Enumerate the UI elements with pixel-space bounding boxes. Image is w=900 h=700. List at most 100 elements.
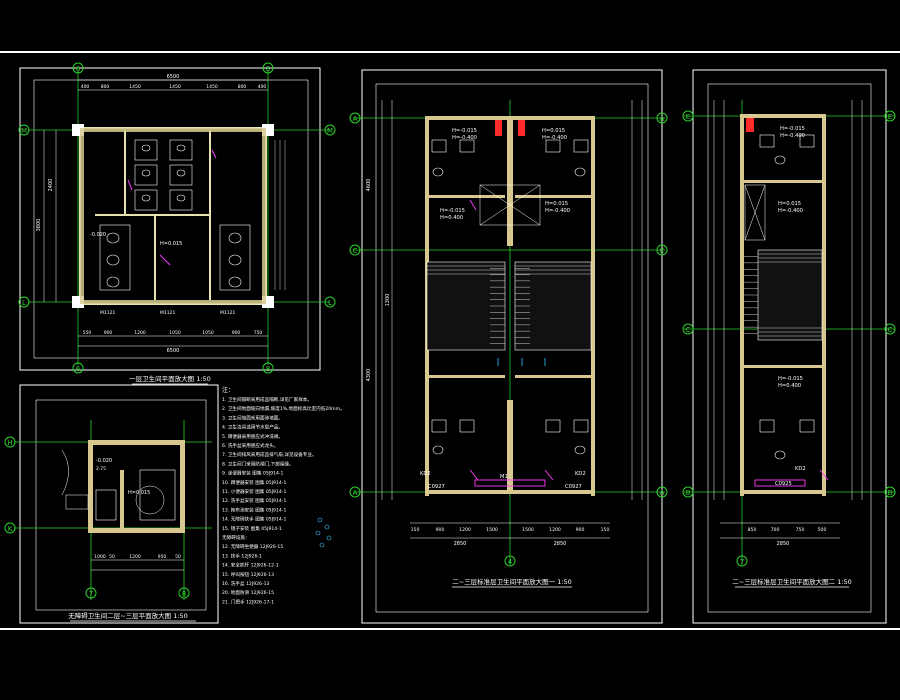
svg-text:H=-0.015: H=-0.015 (780, 126, 805, 132)
svg-text:850: 850 (748, 527, 757, 533)
svg-text:H=0.015: H=0.015 (542, 128, 565, 134)
svg-text:550: 550 (83, 330, 92, 336)
note-item: 10. 蹲便器安装 图集 05J914-1 (222, 479, 286, 486)
plan3-labels: H=-0.015 H=-0.400 H=0.015 H=-0.400 H=-0.… (420, 128, 586, 490)
plan-2-accessible-toilet: H K 7 8 1000 50 1200 950 50 -0.020 H=0.0… (4, 384, 219, 624)
plan2-axis-8: 8 (182, 590, 186, 598)
plan3-axis-a-top-right: A (660, 115, 665, 123)
plan-4-standard-floor-toilet-2: E E C C B B 7 (682, 69, 896, 624)
plan3-axis-a-right: A (660, 489, 665, 497)
note-item: 6. 洗手盆采用感应式龙头。 (222, 442, 278, 449)
plan1-wall-fill (80, 128, 266, 304)
plan2-label-h: H=0.015 (128, 490, 150, 496)
svg-text:150: 150 (411, 527, 420, 533)
plan2-walls (88, 440, 185, 533)
plan1-axis-top-left: 6 (76, 65, 81, 73)
plan3-title: 二~三层标准层卫生间平面放大图一 1:50 (452, 577, 572, 586)
plan4-inner-border (707, 83, 872, 613)
plan1-fixtures (106, 144, 242, 288)
note-item: 14. 无障碍扶手 图集 05J914-1 (222, 516, 286, 523)
plan3-axis-a-left: A (353, 489, 358, 497)
note-item: 20. 地面防滑 12J926-15 (222, 589, 274, 596)
note-item: 13. 扶手 12J926-1 (222, 552, 262, 559)
plan4-outer-border (692, 69, 887, 624)
note-item: 2. 卫生间地面坡向地漏,坡度1%,地面标高比室内低20mm。 (222, 405, 345, 412)
plan4-side-dims (713, 100, 863, 500)
plan4-axis-e-right: E (888, 113, 892, 121)
plan1-label-door-2: M1121 (160, 310, 175, 316)
plan4-axis-c-right: C (888, 326, 893, 334)
plan4-axis-b-left: B (686, 489, 691, 497)
note-item: 12. 无障碍坐便器 12J926-15 (222, 543, 283, 550)
plan3-dims-bottom: 150 900 1200 1500 1500 1200 900 150 (411, 527, 610, 533)
note-item: 11. 小便器安装 图集 05J914-1 (222, 488, 286, 495)
svg-text:H=-0.400: H=-0.400 (542, 135, 567, 141)
svg-text:KD2: KD2 (575, 471, 586, 477)
plan1-dims-bottom: 550 900 1200 1050 1050 900 750 (83, 330, 263, 336)
note-item: 12. 洗手盆安装 图集 05J914-1 (222, 497, 286, 504)
notes-header: 注： (222, 386, 234, 394)
svg-text:1450: 1450 (129, 84, 141, 90)
svg-text:950: 950 (158, 554, 167, 560)
svg-text:1200: 1200 (129, 554, 141, 560)
svg-text:800: 800 (101, 84, 110, 90)
notes-block: 注： 1. 卫生间隔断采用成品隔断,详见厂家样本。2. 卫生间地面坡向地漏,坡度… (222, 386, 345, 605)
svg-text:1450: 1450 (169, 84, 181, 90)
plan3-dim-side-1: 4600 (366, 179, 372, 192)
plan2-axis-k: K (8, 525, 13, 533)
plan1-axis-side-l-right: L (328, 299, 332, 307)
plan2-outer-border (19, 384, 219, 624)
plan3-red-fixtures (495, 120, 525, 136)
svg-text:900: 900 (436, 527, 445, 533)
svg-text:400: 400 (81, 84, 90, 90)
svg-text:1200: 1200 (549, 527, 561, 533)
plan4-red-fixture (746, 118, 754, 132)
svg-text:1450: 1450 (206, 84, 218, 90)
svg-text:H=0.400: H=0.400 (440, 215, 463, 221)
plan1-axis-top-right: 8 (266, 65, 270, 73)
plan3-dim-total-right: 2850 (554, 541, 567, 547)
svg-text:C0925: C0925 (775, 481, 792, 487)
svg-text:KD2: KD2 (420, 471, 431, 477)
note-item: 9. 坐便器安装 图集 05J914-1 (222, 470, 284, 477)
svg-text:KD2: KD2 (795, 466, 806, 472)
svg-text:1500: 1500 (486, 527, 498, 533)
plan3-axis-c-right: C (660, 247, 665, 255)
note-item: 15. 镜子安装 图集 05J914-1 (222, 525, 282, 532)
svg-text:1200: 1200 (134, 330, 146, 336)
note-item: 16. 洗手盆 12J926-13 (222, 580, 270, 587)
plan3-dim-total-left: 2850 (454, 541, 467, 547)
plan1-dim-bottom-total: 6500 (167, 348, 180, 354)
svg-text:800: 800 (238, 84, 247, 90)
svg-text:700: 700 (771, 527, 780, 533)
plan1-label-door-1: M1121 (100, 310, 115, 316)
svg-text:1500: 1500 (522, 527, 534, 533)
svg-text:750: 750 (796, 527, 805, 533)
plan3-inner-border (375, 83, 649, 613)
plan3-fixtures (431, 139, 589, 455)
plan4-title: 二~三层标准层卫生间平面放大图二 1:50 (732, 577, 852, 586)
svg-text:M1: M1 (500, 474, 508, 480)
plan1-axis-bottom-left: 6 (76, 365, 81, 373)
svg-text:H=-0.400: H=-0.400 (780, 133, 805, 139)
plan2-inner-border (35, 399, 207, 611)
plan2-axis-h: H (7, 439, 12, 447)
plan3-dim-side-2: 1300 (385, 294, 391, 307)
note-item: 5. 蹲便器采用感应式冲洗阀。 (222, 433, 283, 440)
plan-3-standard-floor-toilet-1: A A C C A A 4 4600 1300 4300 (349, 69, 668, 624)
svg-text:50: 50 (175, 554, 181, 560)
plan2-title: 无障碍卫生间二层~三层平面放大图 1:50 (68, 611, 188, 620)
svg-text:1000: 1000 (94, 554, 106, 560)
svg-text:H=-0.400: H=-0.400 (545, 208, 570, 214)
plan4-stair-block (757, 249, 823, 341)
svg-text:900: 900 (104, 330, 113, 336)
svg-text:H=-0.400: H=-0.400 (452, 135, 477, 141)
svg-text:H=-0.015: H=-0.015 (778, 376, 803, 382)
plan1-axis-bubbles (18, 62, 336, 374)
plan3-shaft (479, 184, 541, 226)
plan4-magenta-doors (754, 469, 829, 487)
note-item: 无障碍设施： (222, 534, 250, 541)
svg-text:C0927: C0927 (428, 484, 445, 490)
plan4-dims-bottom: 850 700 750 500 (748, 527, 827, 533)
